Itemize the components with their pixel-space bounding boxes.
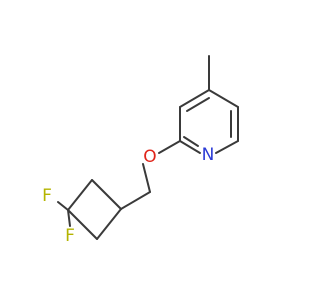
cyclobutane-ring	[67, 179, 122, 240]
bond-cb1-cb2	[91, 179, 122, 210]
bond-cb2-cf2	[67, 179, 93, 211]
pyridine-ring	[179, 89, 239, 154]
atom-label-nitrogen: N	[202, 145, 215, 165]
bond-c-f2	[67, 209, 71, 227]
atom-label-fluorine-2: F	[65, 226, 75, 246]
molecule-structure: N O F F	[42, 55, 239, 246]
bond-ch2-cb	[120, 191, 151, 210]
bond-c2-o	[158, 140, 181, 154]
atom-label-fluorine-1: F	[42, 186, 52, 206]
bond-c6-n	[215, 140, 239, 154]
bond-c3-c4	[179, 89, 210, 108]
atom-label-oxygen: O	[143, 147, 156, 167]
bond-cb3-cb1	[96, 208, 122, 240]
bond-c-f1	[57, 201, 69, 211]
bond-n-c2	[179, 140, 201, 154]
bond-c3-c4-double	[186, 97, 210, 112]
bond-o-ch2	[142, 163, 151, 193]
bond-cf2-cb3	[67, 209, 98, 240]
bond-n-c2-double	[183, 136, 199, 147]
bond-c4-c5	[208, 89, 239, 108]
